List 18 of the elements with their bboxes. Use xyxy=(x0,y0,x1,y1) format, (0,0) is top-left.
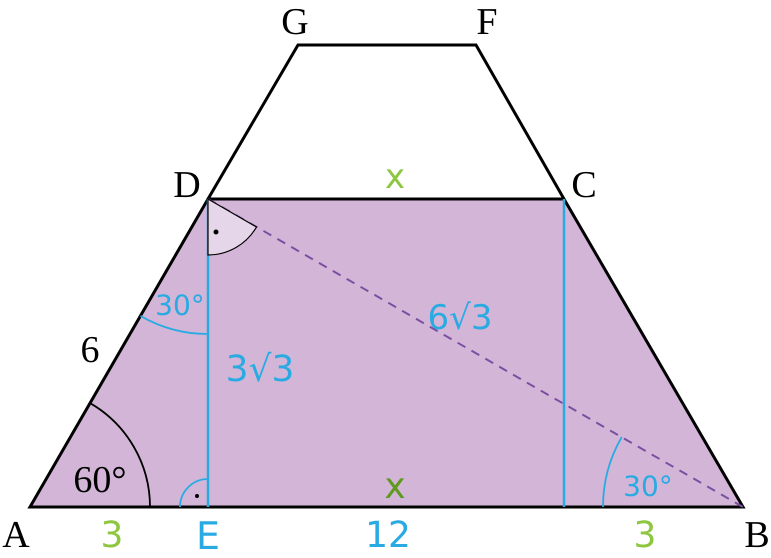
length-label: 12 xyxy=(365,518,411,554)
length-label: x xyxy=(384,160,406,194)
length-label: 3√3 xyxy=(226,352,294,388)
angle-label: 30° xyxy=(623,473,673,501)
vertex-label: E xyxy=(196,517,220,555)
vertex-label: D xyxy=(173,166,201,204)
angle-label: 60° xyxy=(73,461,127,499)
length-label: 3 xyxy=(634,518,656,554)
length-label: 6√3 xyxy=(428,301,492,335)
length-label: 6 xyxy=(80,331,100,369)
vertex-label: F xyxy=(476,3,498,41)
vertex-label: A xyxy=(2,516,30,554)
angle-label: 30° xyxy=(155,292,205,320)
vertex-label: B xyxy=(744,516,770,554)
vertex-label: C xyxy=(571,166,597,204)
length-label: 3 xyxy=(100,518,124,554)
vertex-label: G xyxy=(281,3,309,41)
length-label: x xyxy=(384,469,406,505)
